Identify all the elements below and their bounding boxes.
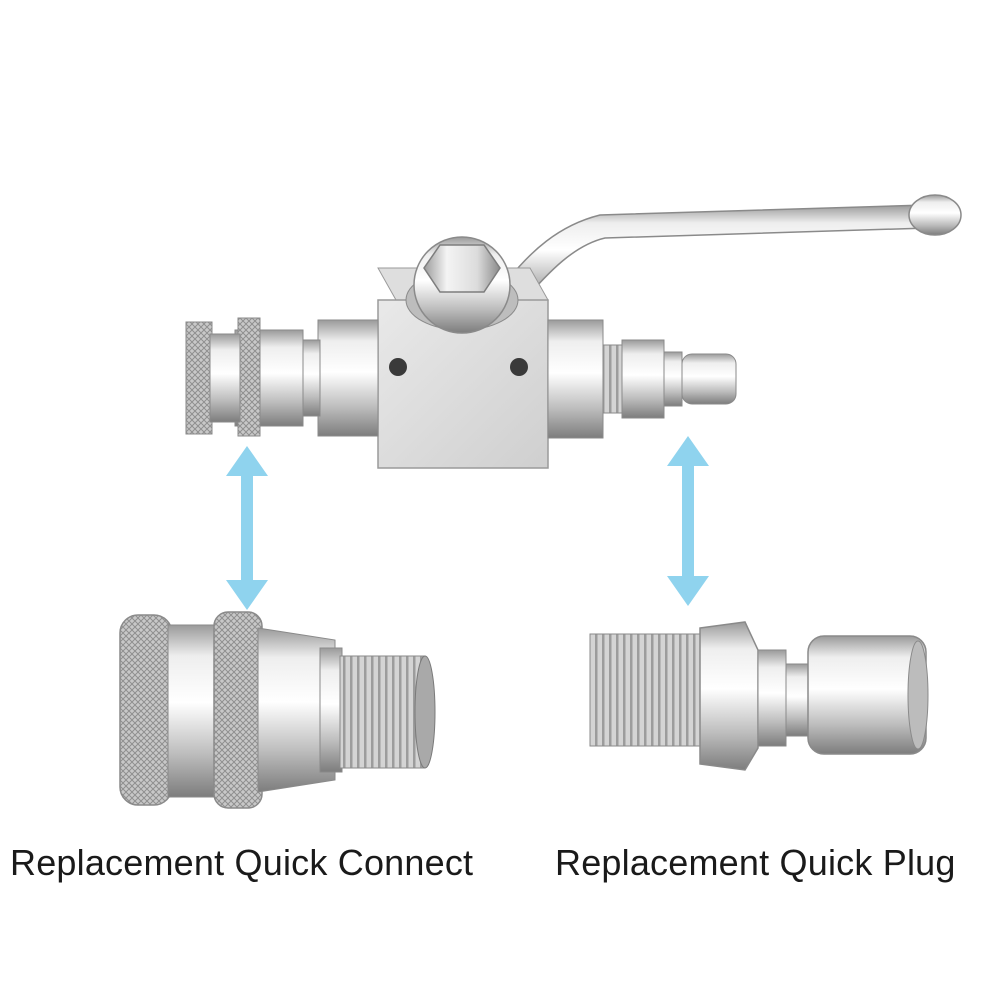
replacement-quick-connect-image [119,611,436,809]
ball-valve-assembly [185,194,962,469]
left-hex-fitting [317,319,379,437]
coupler-knurl-rear [213,611,263,809]
top-quick-plug-hex [621,339,665,419]
valve-mount-hole-left [389,358,407,376]
caption-quick-plug: Replacement Quick Plug [555,842,956,883]
double-arrow-right-icon [667,436,709,606]
top-quick-connect-knurl-front [185,321,213,435]
double-arrow-left-icon [226,446,268,610]
coupler-hex-body [257,627,336,793]
replacement-quick-plug-image [589,621,929,771]
valve-mount-hole-right [510,358,528,376]
plug-hex [699,621,759,771]
caption-quick-connect: Replacement Quick Connect [10,842,474,883]
valve-handle-knob [908,194,962,236]
top-quick-connect-knurl-rear [237,317,261,437]
coupler-knurl-front [119,614,173,806]
coupler-thread [339,655,426,769]
valve-handle [498,204,929,307]
right-hex-fitting [547,319,604,439]
plug-thread [589,633,701,747]
valve-stem-nut [423,244,501,293]
top-quick-plug-tip [681,353,737,405]
